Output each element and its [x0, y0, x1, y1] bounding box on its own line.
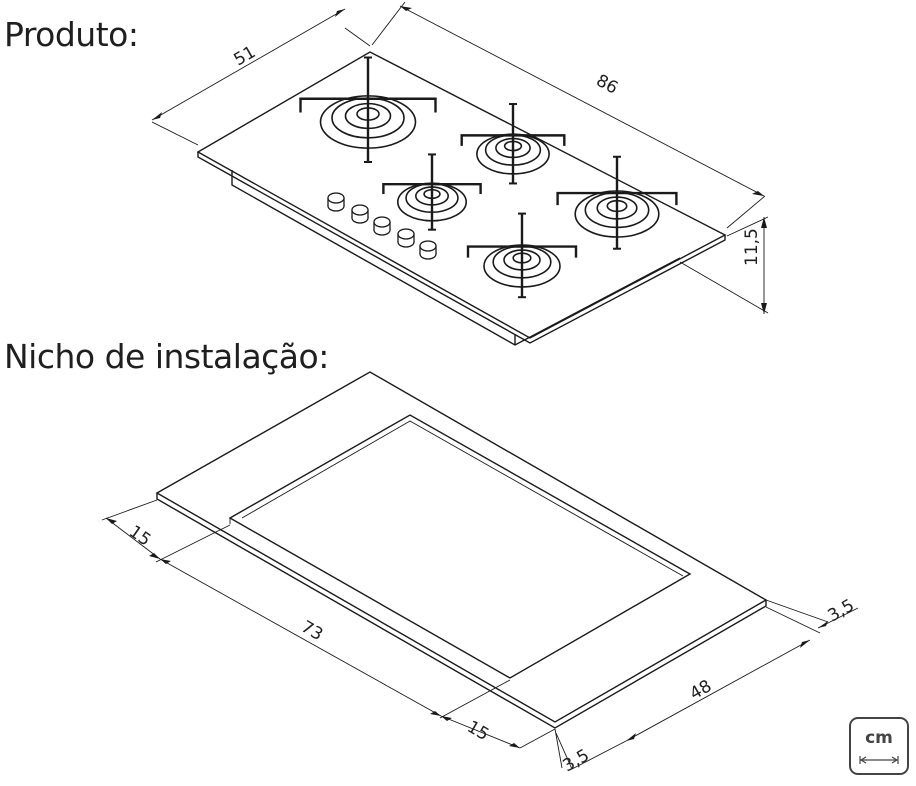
dim-margin-left-label: 15: [125, 522, 154, 551]
control-knob: [327, 192, 345, 212]
cooktop-glass-edge: [197, 152, 726, 344]
unit-badge: cm: [849, 717, 909, 775]
control-knob: [373, 216, 391, 236]
burner: [299, 56, 437, 163]
nicho-heading: Nicho de instalação:: [4, 337, 329, 376]
niche-drawing: 15 73 15 3,5: [101, 371, 859, 776]
dim-width-label: 86: [593, 71, 621, 99]
cooktop-drawing: 51 86 11,5: [151, 1, 769, 346]
dim-margin-front-label: 15: [464, 717, 493, 745]
burner: [460, 103, 566, 185]
cutout-opening: [228, 414, 692, 679]
control-knob: [351, 204, 369, 224]
dim-height-label: 11,5: [742, 228, 762, 266]
cooktop-glass-top: [196, 51, 727, 339]
dim-margin-right-label: 3,5: [560, 745, 593, 776]
burners-group: [299, 56, 678, 299]
burner: [466, 212, 578, 299]
dim-cut-length: 73: [159, 558, 511, 719]
control-knob: [397, 228, 415, 248]
dim-margin-front: 15: [440, 715, 556, 749]
burner: [382, 153, 482, 231]
double-arrow-icon: [859, 756, 899, 764]
dim-cut-depth-label: 48: [687, 676, 716, 704]
produto-heading: Produto:: [4, 15, 139, 54]
dim-margin-left: 15: [101, 499, 231, 563]
dim-depth: 51: [151, 8, 371, 146]
cooktop-body: [231, 170, 681, 346]
knobs-group: [327, 192, 437, 260]
dim-height: 11,5: [679, 216, 769, 314]
control-knob: [419, 240, 437, 260]
dim-cut-depth: 48: [625, 606, 821, 742]
dim-cut-length-label: 73: [298, 617, 327, 645]
dim-margin-back: 3,5: [765, 595, 859, 629]
unit-label: cm: [865, 728, 893, 748]
burner: [556, 155, 678, 250]
countertop-slab: [155, 371, 768, 723]
dim-margin-right: 3,5: [554, 728, 627, 776]
countertop-edge: [156, 493, 767, 729]
dim-margin-back-label: 3,5: [825, 595, 858, 626]
dim-depth-label: 51: [231, 42, 260, 70]
